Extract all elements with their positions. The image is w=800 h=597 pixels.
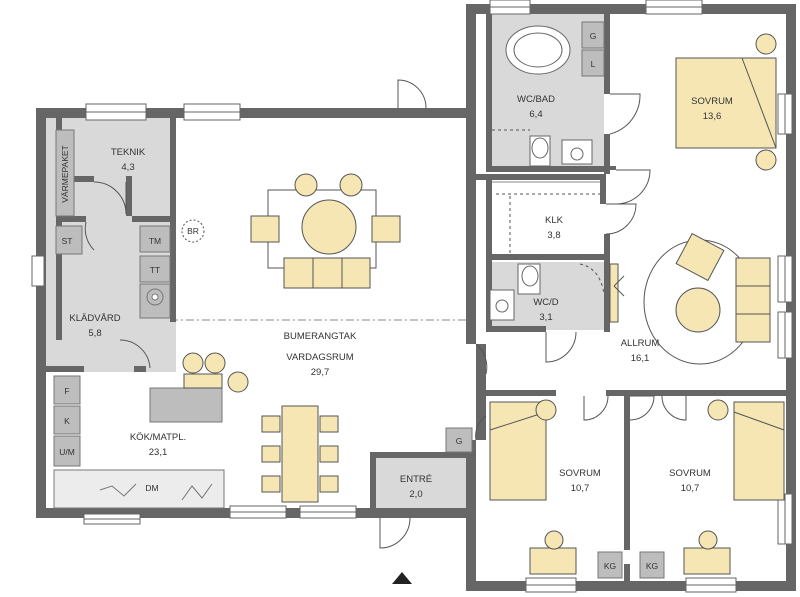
room-area-sovrum-right: 10,7 xyxy=(681,483,700,494)
ceiling-light-icon xyxy=(181,219,205,243)
appliances xyxy=(53,21,665,579)
room-name-sovrum-main: SOVRUM xyxy=(691,96,733,107)
room-name-vardagsrum: VARDAGSRUM xyxy=(286,352,353,363)
label-um: U/M xyxy=(59,447,75,457)
room-name-bumerangtak: BUMERANGTAK xyxy=(284,331,357,342)
entrance-arrow-icon xyxy=(392,572,412,584)
room-name-wc-d: WC/D xyxy=(533,297,558,308)
room-name-entre: ENTRÉ xyxy=(400,474,432,485)
room-name-teknik: TEKNIK xyxy=(111,147,146,158)
room-area-klk: 3,8 xyxy=(547,230,560,241)
label-dm: DM xyxy=(145,483,158,493)
room-area-wc-d: 3,1 xyxy=(539,312,552,323)
room-name-allrum: ALLRUM xyxy=(621,338,660,349)
room-area-sovrum-main: 13,6 xyxy=(703,111,722,122)
label-g-bad: G xyxy=(590,31,597,41)
room-area-entre: 2,0 xyxy=(409,489,422,500)
room-labels: TEKNIK 4,3 VÄRMEPAKET KLÄDVÅRD 5,8 BUMER… xyxy=(60,94,733,500)
room-name-varmepaket: VÄRMEPAKET xyxy=(60,145,70,202)
fixture-labels: ST TM TT BR F K U/M DM G G L KG KG xyxy=(59,31,658,571)
room-area-kladvard: 5,8 xyxy=(88,328,101,339)
label-kg-left: KG xyxy=(604,561,616,571)
room-area-wc-bad: 6,4 xyxy=(529,109,542,120)
label-br: BR xyxy=(187,226,199,236)
label-f: F xyxy=(64,386,69,396)
label-l-bad: L xyxy=(591,59,596,69)
furniture xyxy=(182,33,785,575)
kitchen-counter xyxy=(53,288,225,509)
doors xyxy=(84,79,687,549)
room-area-teknik: 4,3 xyxy=(121,162,134,173)
room-name-kok: KÖK/MATPL. xyxy=(130,432,186,443)
windows xyxy=(31,0,793,593)
room-name-sovrum-right: SOVRUM xyxy=(669,468,711,479)
room-name-klk: KLK xyxy=(545,215,564,226)
room-name-kladvard: KLÄDVÅRD xyxy=(69,313,120,324)
room-area-allrum: 16,1 xyxy=(631,353,650,364)
room-area-vardagsrum: 29,7 xyxy=(311,367,330,378)
label-k: K xyxy=(64,416,70,426)
label-tt: TT xyxy=(150,265,160,275)
room-area-kok: 23,1 xyxy=(149,447,168,458)
label-kg-right: KG xyxy=(646,561,658,571)
label-st: ST xyxy=(62,236,73,246)
bath-fixtures xyxy=(489,25,593,321)
label-g-entre: G xyxy=(456,436,463,446)
room-name-wc-bad: WC/BAD xyxy=(517,94,555,105)
room-name-sovrum-left: SOVRUM xyxy=(559,468,601,479)
label-tm: TM xyxy=(149,236,161,246)
room-area-sovrum-left: 10,7 xyxy=(571,483,590,494)
